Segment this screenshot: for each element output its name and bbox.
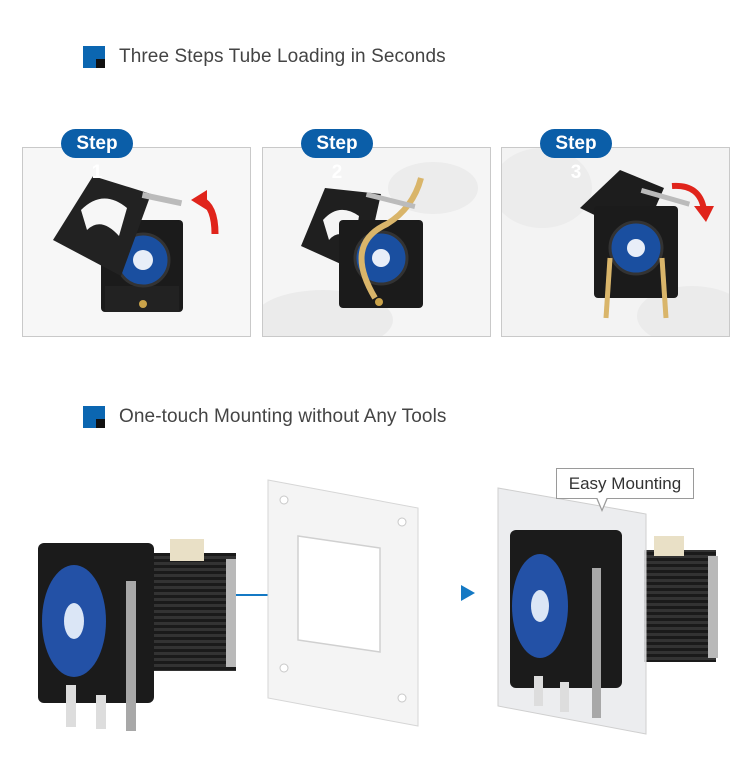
rotate-down-arrow-icon [671,182,714,222]
section-heading-tube-loading: Three Steps Tube Loading in Seconds [83,46,446,68]
step-3-badge: Step 3 [540,129,612,183]
section-heading-mounting: One-touch Mounting without Any Tools [83,406,447,428]
square-bullet-icon [83,46,105,68]
section-title: Three Steps Tube Loading in Seconds [119,46,446,67]
square-bullet-icon [83,406,105,428]
mounted-pump-photo [497,487,718,735]
play-arrow-icon [461,585,475,601]
step-2-photo [262,147,491,337]
easy-mounting-callout: Easy Mounting [556,468,694,499]
step-1-badge: Step 1 [61,129,133,183]
rotate-up-arrow-icon [191,190,219,235]
mounting-panel [267,479,419,727]
pump-photo [38,539,236,731]
step-1-photo [22,147,251,337]
step-3-photo [501,147,730,337]
step-2-badge: Step 2 [301,129,373,183]
section-title: One-touch Mounting without Any Tools [119,406,447,427]
